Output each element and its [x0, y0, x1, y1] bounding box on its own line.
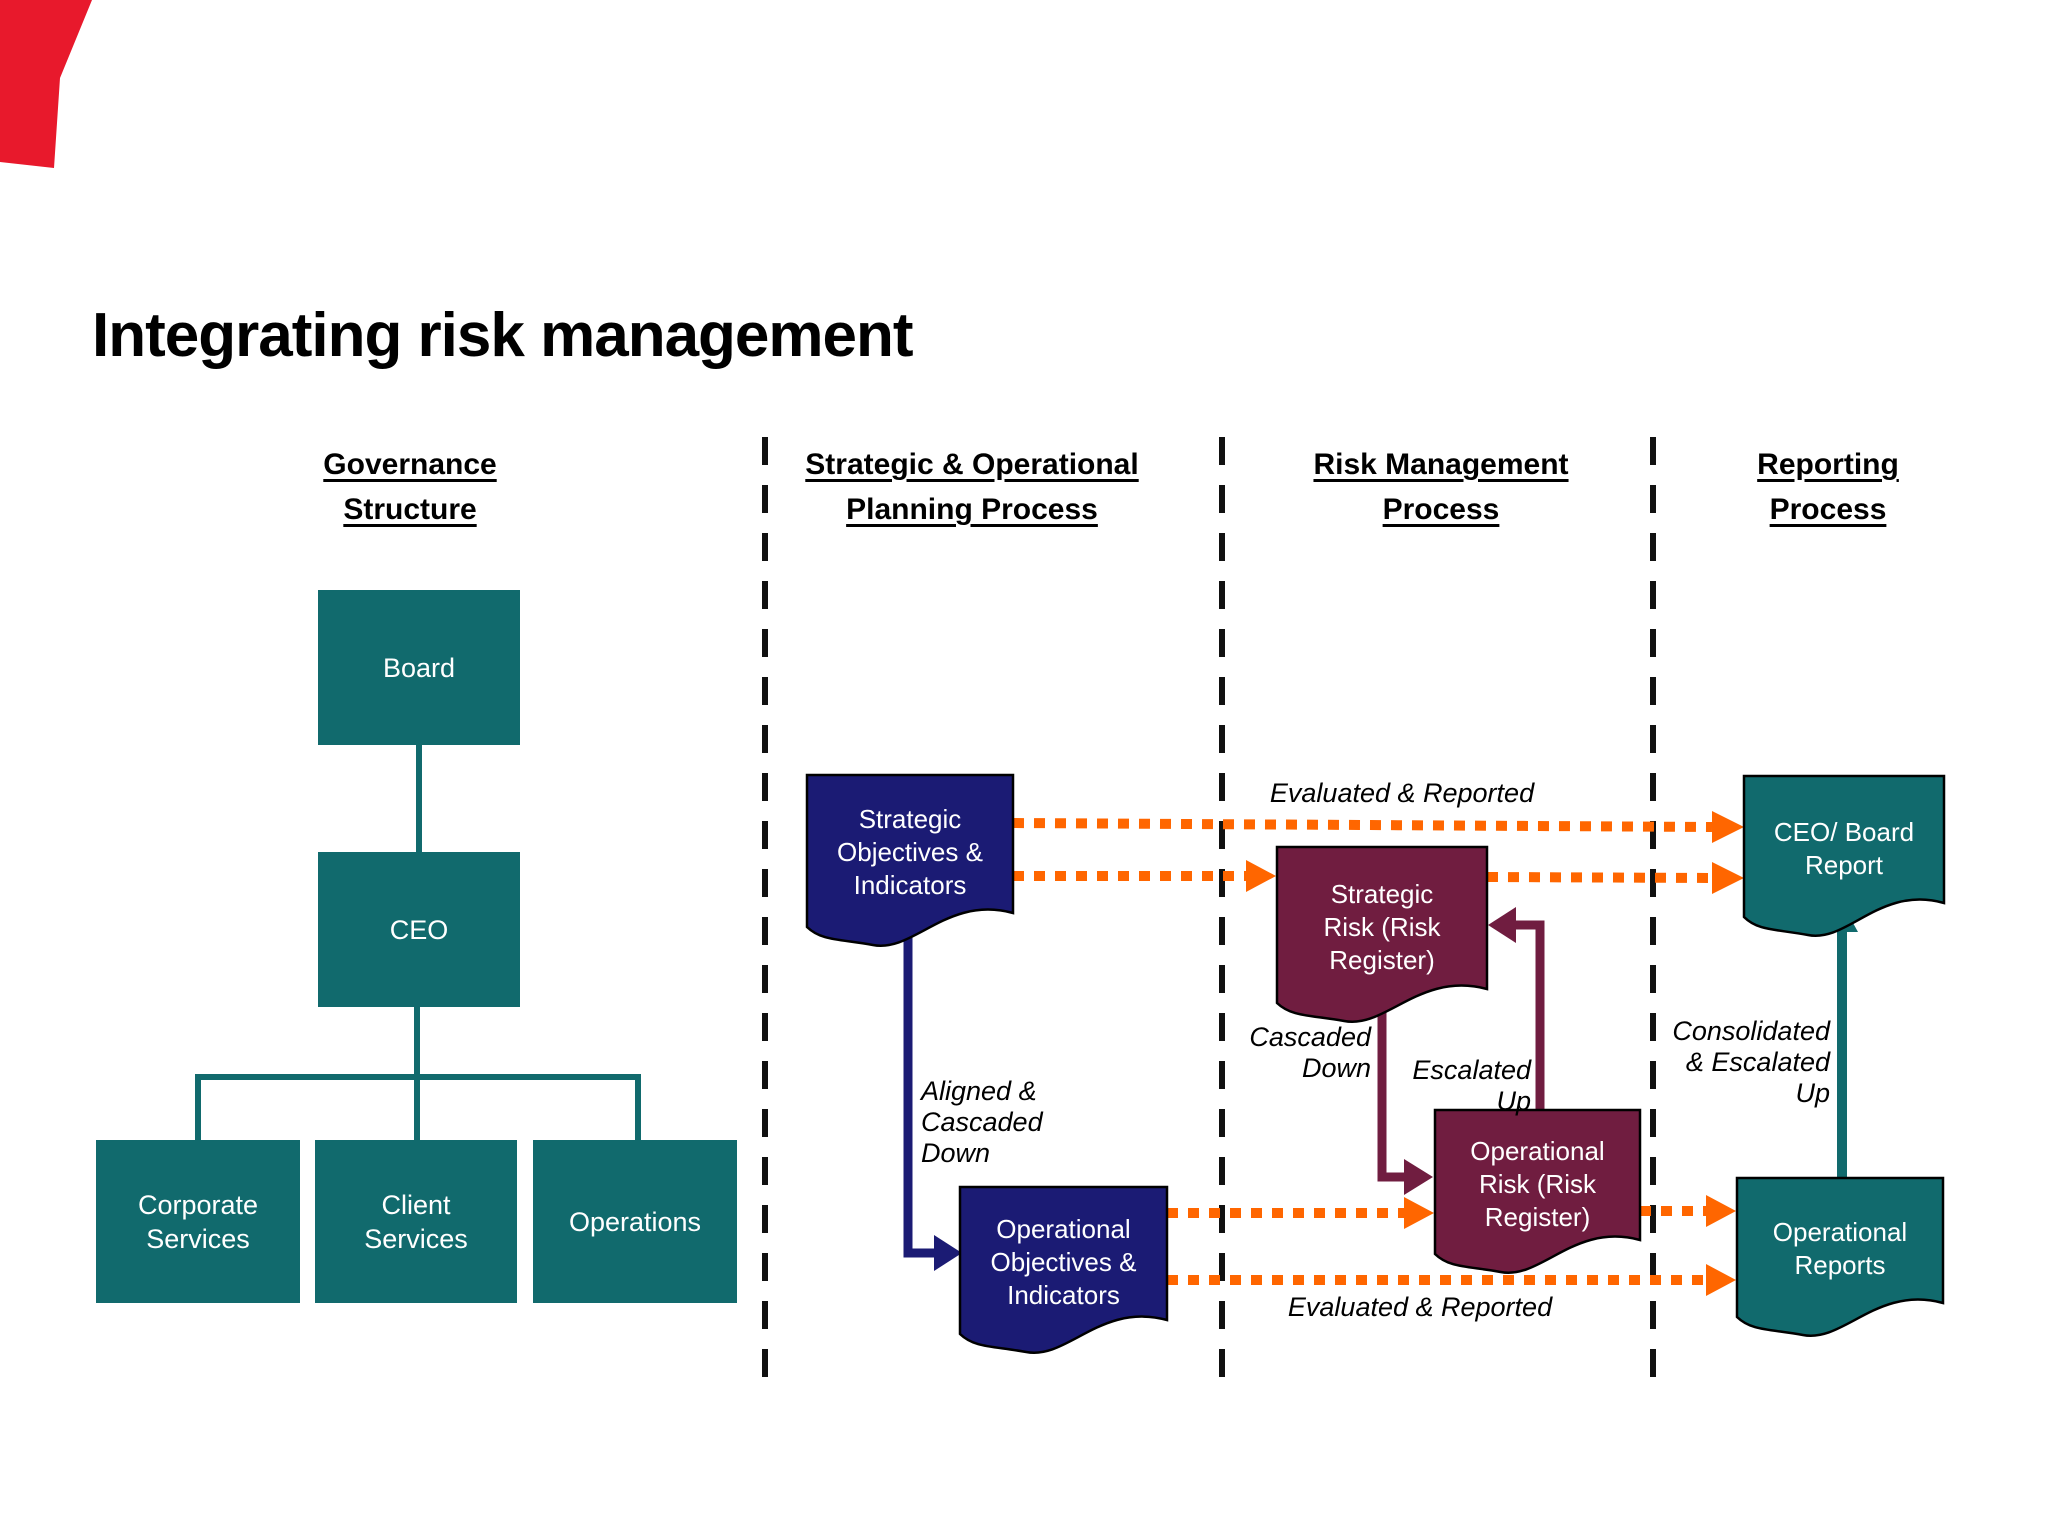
operational-risk-line3: Register) — [1484, 1201, 1591, 1232]
strategic-risk-line2: Risk (Risk — [1323, 911, 1441, 942]
evaluated-reported-bottom-label: Evaluated & Reported — [1287, 1292, 1553, 1322]
operational-to-reports-arrowhead — [1706, 1264, 1736, 1296]
strategic-risk-line3: Register) — [1329, 944, 1435, 975]
client-line1: Client — [381, 1189, 451, 1220]
operational-objectives-line1: Operational — [996, 1213, 1131, 1244]
aligned-cascaded-down-label: Aligned & Cascaded Down — [921, 1076, 1043, 1169]
operational-reports-label: Operational Reports — [1737, 1178, 1943, 1320]
corporate-line2: Services — [146, 1223, 250, 1254]
operational-risk-to-reports-arrowhead — [1706, 1195, 1736, 1227]
operational-risk-box — [1433, 1108, 1642, 1275]
operational-reports-box — [1735, 1176, 1945, 1338]
operational-risk-line2: Risk (Risk — [1479, 1168, 1596, 1199]
page-title: Integrating risk management — [92, 301, 914, 370]
corporate-services-label: Corporate Services — [96, 1140, 300, 1303]
strategic-risk-line1: Strategic — [1330, 878, 1434, 909]
header-risk-line1: Risk Management — [1313, 448, 1569, 481]
consolidated-escalated-up-label: Consolidated & Escalated Up — [1672, 1016, 1830, 1109]
escalated-up-arrow-line — [1514, 920, 1545, 1110]
header-governance-line1: Governance — [323, 448, 497, 481]
strategic-to-risk-arrowhead — [1246, 860, 1276, 892]
escalated-line1: Escalated — [1412, 1055, 1531, 1085]
client-line2: Services — [364, 1223, 468, 1254]
red-corner-mark — [0, 0, 92, 168]
client-services-box — [315, 1140, 517, 1303]
ceo-board-report-label: CEO/ Board Report — [1744, 776, 1944, 921]
operations-box — [533, 1140, 737, 1303]
strategic-objectives-line3: Indicators — [853, 870, 967, 900]
consolidated-line3: Up — [1795, 1078, 1830, 1108]
operational-reports-line2: Reports — [1794, 1250, 1886, 1280]
header-governance-structure: Governance Structure — [323, 442, 496, 532]
escalated-line2: Up — [1496, 1086, 1531, 1116]
cascaded-down-arrowhead — [1404, 1159, 1433, 1195]
cascaded-line2: Down — [1301, 1053, 1371, 1083]
strategic-risk-to-report-arrowhead — [1712, 862, 1744, 894]
operational-risk-line1: Operational — [1470, 1135, 1605, 1166]
cascaded-down-label: Cascaded Down — [1249, 1022, 1371, 1084]
strategic-objectives-line1: Strategic — [858, 804, 962, 834]
header-planning-line1: Strategic & Operational — [805, 448, 1139, 481]
ceo-board-report-box — [1742, 774, 1946, 938]
consolidated-line1: Consolidated — [1672, 1016, 1830, 1046]
ceo-board-report-line2: Report — [1804, 849, 1884, 880]
escalated-up-arrowhead — [1488, 907, 1516, 943]
header-governance-line2: Structure — [343, 493, 477, 526]
aligned-line3: Down — [921, 1138, 991, 1168]
operational-objectives-line3: Indicators — [1007, 1279, 1120, 1310]
operational-objectives-line2: Objectives & — [990, 1246, 1137, 1277]
consolidated-line2: & Escalated — [1685, 1047, 1830, 1077]
ceo-board-report-line1: CEO/ Board — [1773, 816, 1915, 847]
ceo-box — [318, 852, 520, 1007]
operational-reports-line1: Operational — [1772, 1217, 1908, 1247]
aligned-cascaded-arrow-line — [903, 935, 936, 1258]
evaluated-reported-top-label: Evaluated & Reported — [1269, 778, 1535, 808]
header-planning-process: Strategic & Operational Planning Process — [805, 442, 1138, 532]
aligned-line1: Aligned & — [921, 1076, 1037, 1106]
operational-objectives-label: Operational Objectives & Indicators — [960, 1187, 1167, 1337]
corporate-line1: Corporate — [137, 1189, 259, 1220]
strategic-to-ceo-report-arrowhead — [1712, 811, 1744, 843]
operational-to-risk-arrowhead — [1404, 1197, 1434, 1229]
cascaded-down-arrow-line — [1377, 1005, 1406, 1182]
aligned-cascaded-arrowhead — [934, 1235, 962, 1271]
strategic-objectives-line2: Objectives & — [837, 837, 983, 867]
client-services-label: Client Services — [315, 1140, 517, 1303]
board-label: Board — [382, 652, 456, 683]
operations-label: Operations — [568, 1206, 702, 1237]
operational-risk-label: Operational Risk (Risk Register) — [1435, 1110, 1640, 1258]
corporate-services-box — [96, 1140, 300, 1303]
ceo-label: CEO — [389, 914, 449, 945]
strategic-risk-to-report-arrow — [1486, 872, 1713, 883]
strategic-risk-label: Strategic Risk (Risk Register) — [1277, 847, 1487, 1007]
strategic-objectives-label: Strategic Objectives & Indicators — [807, 775, 1013, 930]
strategic-risk-box — [1275, 845, 1489, 1024]
header-reporting-line1: Reporting — [1757, 448, 1899, 481]
header-risk-line2: Process — [1382, 493, 1500, 526]
strategic-objectives-box — [805, 773, 1015, 948]
header-risk-management: Risk Management Process — [1313, 442, 1568, 532]
board-box — [318, 590, 520, 745]
cascaded-line1: Cascaded — [1249, 1022, 1371, 1052]
header-planning-line2: Planning Process — [846, 493, 1098, 526]
strategic-to-ceo-report-arrow — [1012, 818, 1713, 832]
operational-objectives-box — [958, 1185, 1169, 1355]
header-reporting-process: Reporting Process — [1757, 442, 1899, 532]
header-reporting-line2: Process — [1769, 493, 1887, 526]
escalated-up-label: Escalated Up — [1412, 1055, 1531, 1117]
aligned-line2: Cascaded — [921, 1107, 1043, 1137]
